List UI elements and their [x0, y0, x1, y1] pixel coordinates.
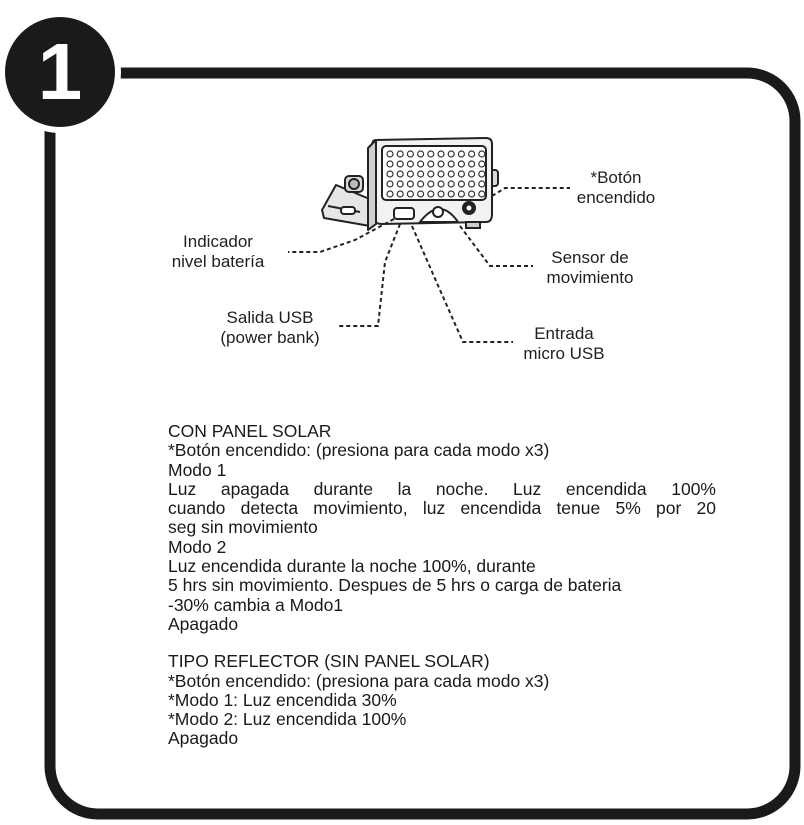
- led-dot: [447, 160, 455, 168]
- led-dot: [396, 160, 404, 168]
- led-dot: [406, 170, 414, 178]
- solar-mode2-title: Modo 2: [168, 536, 227, 557]
- led-dot: [447, 180, 455, 188]
- led-dot: [478, 170, 486, 178]
- led-dot: [478, 180, 486, 188]
- led-dot: [457, 190, 465, 198]
- led-dot: [468, 180, 476, 188]
- instructions-block: CON PANEL SOLAR *Botón encendido: (presi…: [168, 421, 716, 749]
- led-dot: [427, 160, 435, 168]
- led-dot: [427, 190, 435, 198]
- label-battery-indicator: Indicador nivel batería: [171, 232, 265, 271]
- reflector-button-note: *Botón encendido: (presiona para cada mo…: [168, 670, 550, 691]
- led-dot: [427, 180, 435, 188]
- led-dot: [386, 160, 394, 168]
- led-dot: [417, 170, 425, 178]
- label-micro-usb-input: Entrada micro USB: [523, 324, 605, 363]
- led-dot: [406, 150, 414, 158]
- led-dot: [447, 170, 455, 178]
- led-dot: [396, 150, 404, 158]
- solar-off: Apagado: [168, 613, 239, 634]
- led-dot: [386, 170, 394, 178]
- led-dot: [437, 180, 445, 188]
- led-dot: [437, 160, 445, 168]
- led-dot: [386, 190, 394, 198]
- reflector-heading: TIPO REFLECTOR (SIN PANEL SOLAR): [168, 651, 490, 672]
- led-dot: [396, 170, 404, 178]
- led-dot: [386, 180, 394, 188]
- led-dot: [386, 150, 394, 158]
- led-dot: [417, 150, 425, 158]
- led-dot: [437, 150, 445, 158]
- led-dot: [406, 160, 414, 168]
- led-dot: [468, 170, 476, 178]
- led-dot: [406, 180, 414, 188]
- led-dot: [417, 180, 425, 188]
- solar-button-note: *Botón encendido: (presiona para cada mo…: [168, 440, 550, 461]
- led-dot: [437, 190, 445, 198]
- solar-mode2-desc-line: 5 hrs sin movimiento. Despues de 5 hrs o…: [168, 575, 622, 596]
- led-dot: [478, 190, 486, 198]
- solar-mode2-desc-line: -30% cambia a Modo1: [168, 594, 344, 615]
- led-dot: [437, 170, 445, 178]
- label-motion-sensor: Sensor de movimiento: [546, 248, 634, 287]
- led-dot: [468, 150, 476, 158]
- led-dot: [396, 180, 404, 188]
- led-dot: [427, 170, 435, 178]
- label-power-button: *Botón encendido: [576, 168, 656, 207]
- step-badge: [0, 11, 121, 133]
- reflector-mode1: *Modo 1: Luz encendida 30%: [168, 689, 397, 710]
- led-dot: [468, 160, 476, 168]
- led-dot: [457, 180, 465, 188]
- led-dot: [417, 190, 425, 198]
- led-dot: [468, 190, 476, 198]
- solar-heading: CON PANEL SOLAR: [168, 421, 332, 441]
- label-usb-output: Salida USB (power bank): [220, 308, 320, 347]
- reflector-mode2: *Modo 2: Luz encendida 100%: [168, 709, 407, 730]
- step-number: 1: [37, 27, 83, 116]
- solar-mode1-desc-line: Luz apagada durante la noche. Luz encend…: [168, 478, 716, 499]
- solar-mode1-title: Modo 1: [168, 459, 227, 480]
- solar-mode1-desc-line: seg sin movimiento: [168, 517, 318, 538]
- led-dot: [478, 160, 486, 168]
- solar-mode2-desc-line: Luz encendida durante la noche 100%, dur…: [168, 556, 536, 577]
- solar-mode1-desc-line: cuando detecta movimiento, luz encendida…: [168, 498, 716, 519]
- led-dot: [457, 170, 465, 178]
- led-dot: [396, 190, 404, 198]
- led-dot: [406, 190, 414, 198]
- reflector-off: Apagado: [168, 728, 239, 749]
- led-dot: [417, 160, 425, 168]
- led-dot: [447, 190, 455, 198]
- led-dot: [447, 150, 455, 158]
- led-dot: [427, 150, 435, 158]
- led-dot: [457, 150, 465, 158]
- led-dot: [457, 160, 465, 168]
- led-dot: [478, 150, 486, 158]
